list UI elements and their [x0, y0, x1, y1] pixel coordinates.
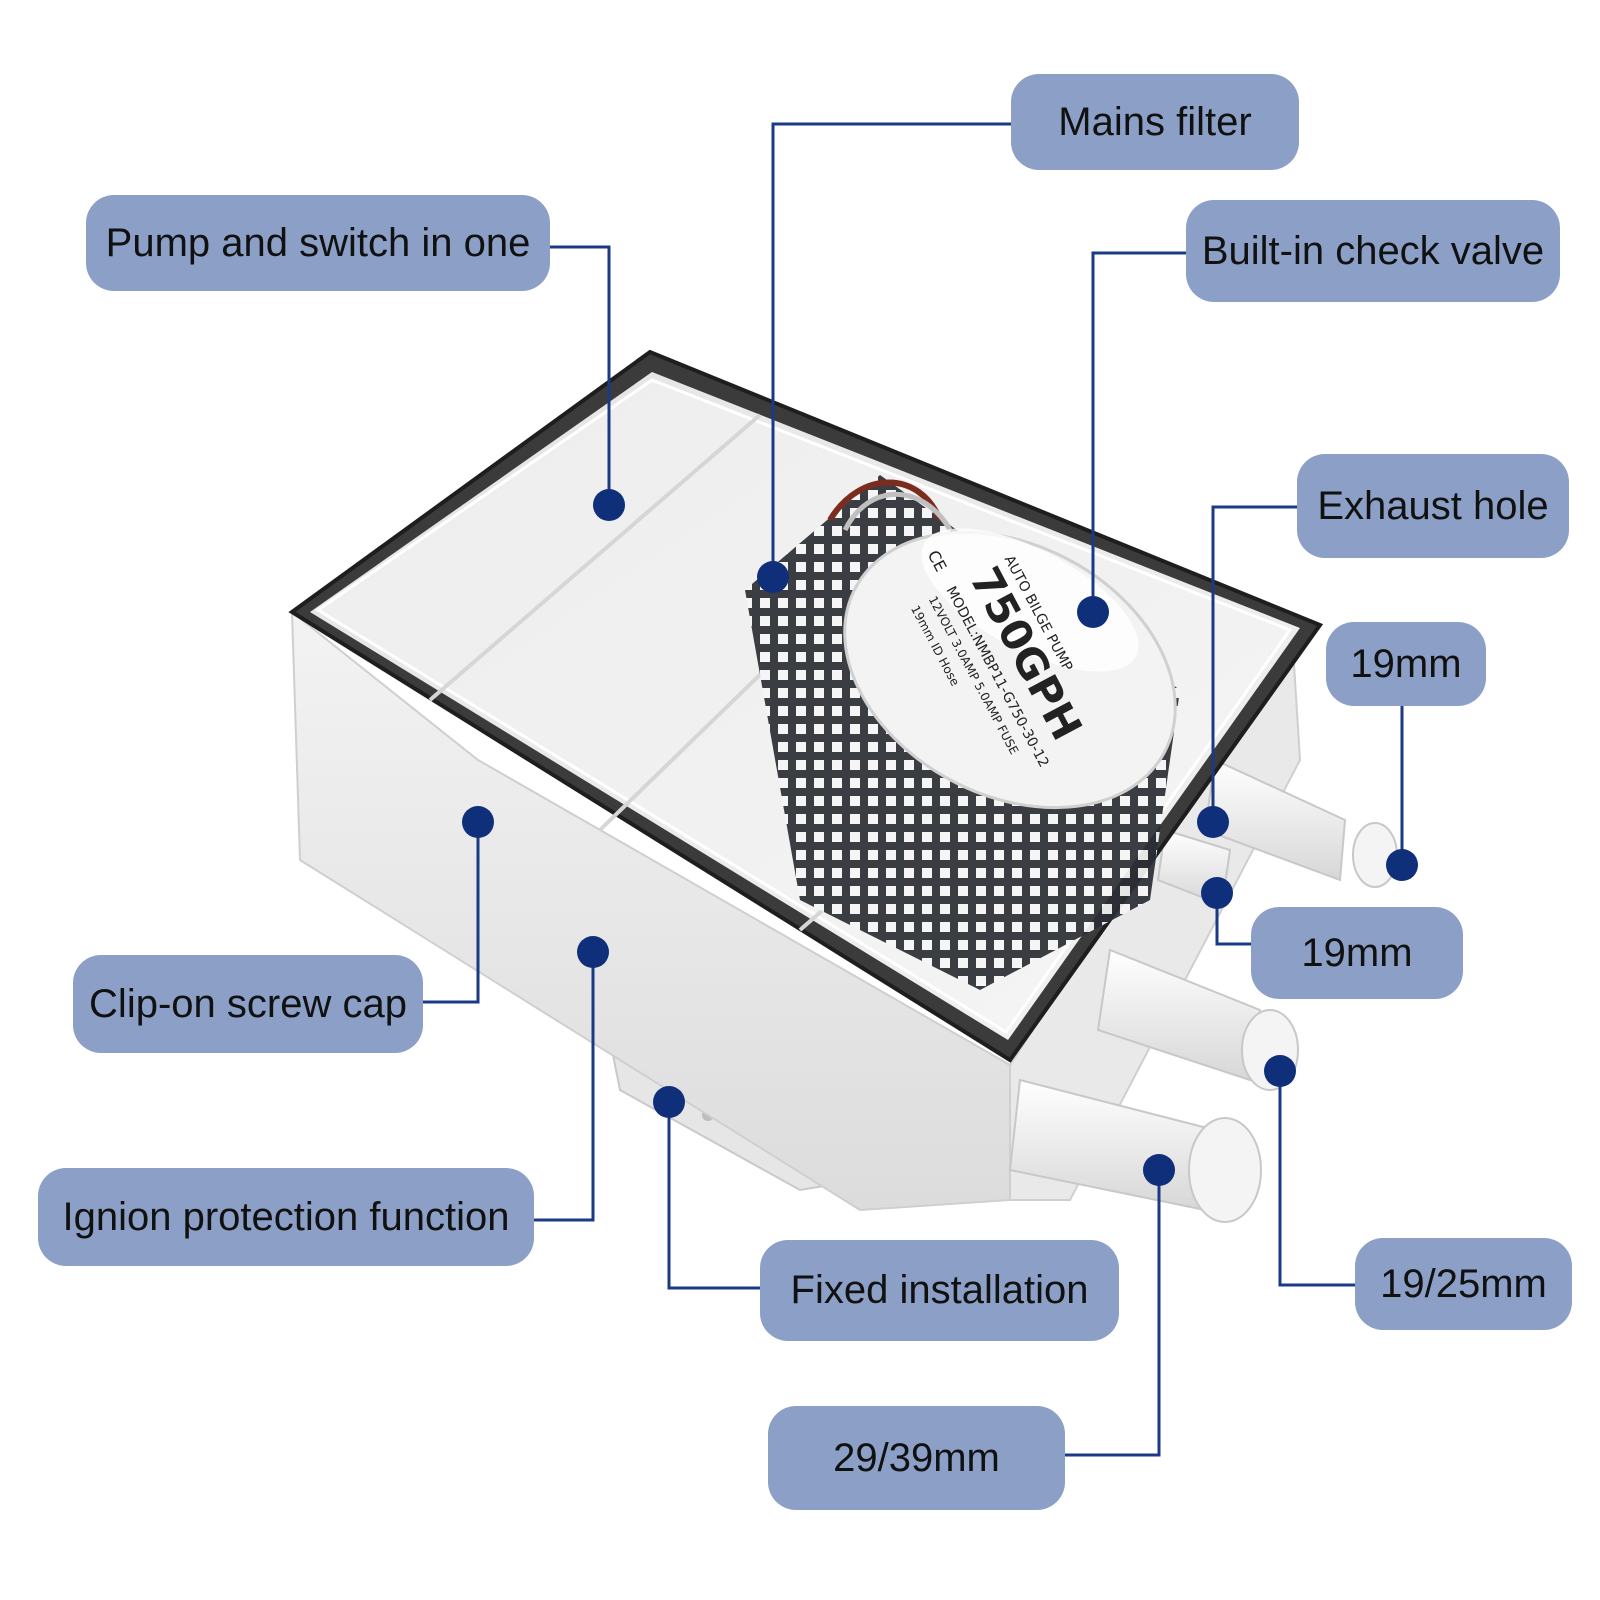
label-clip-on-screw-cap: Clip-on screw cap [73, 955, 423, 1053]
label-pump-and-switch: Pump and switch in one [86, 195, 550, 291]
label-19-25mm: 19/25mm [1355, 1238, 1572, 1330]
marker-ignition [577, 936, 609, 968]
marker-clip-cap [462, 806, 494, 838]
marker-mains-filter [757, 561, 789, 593]
marker-29-39mm [1143, 1154, 1175, 1186]
marker-dots [462, 489, 1418, 1186]
label-19mm-mid: 19mm [1251, 907, 1463, 999]
leader-lines [423, 122, 1404, 1457]
marker-fixed-install [653, 1086, 685, 1118]
marker-exhaust-hole [1197, 806, 1229, 838]
marker-19mm-mid [1201, 877, 1233, 909]
label-fixed-installation: Fixed installation [760, 1240, 1119, 1341]
label-mains-filter: Mains filter [1011, 74, 1299, 170]
marker-check-valve [1077, 596, 1109, 628]
label-check-valve: Built-in check valve [1186, 200, 1560, 302]
label-ignition-protection: Ignion protection function [38, 1168, 534, 1266]
marker-pump-switch [593, 489, 625, 521]
label-29-39mm: 29/39mm [768, 1406, 1065, 1510]
label-19mm-top: 19mm [1326, 622, 1486, 706]
marker-19mm-top [1386, 849, 1418, 881]
label-exhaust-hole: Exhaust hole [1297, 454, 1569, 558]
marker-19-25mm [1264, 1055, 1296, 1087]
